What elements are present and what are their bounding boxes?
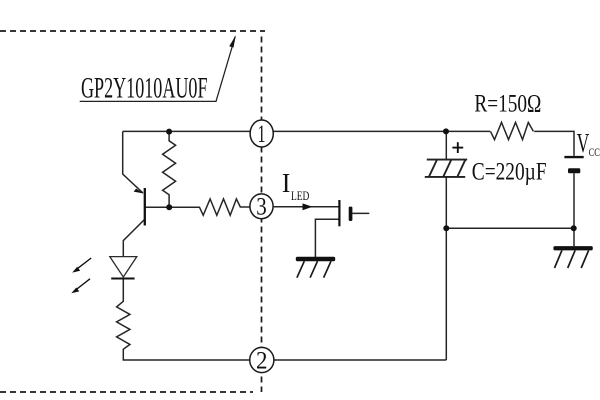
svg-text:I: I — [282, 168, 291, 198]
svg-text:LED: LED — [291, 188, 309, 203]
svg-text:C=220µF: C=220µF — [472, 159, 547, 186]
svg-text:CC: CC — [589, 145, 600, 159]
svg-text:2: 2 — [256, 347, 268, 374]
svg-text:R=150Ω: R=150Ω — [474, 90, 541, 117]
svg-text:1: 1 — [258, 121, 266, 148]
svg-text:3: 3 — [256, 194, 267, 221]
svg-text:V: V — [577, 128, 590, 158]
svg-text:GP2Y1010AU0F: GP2Y1010AU0F — [81, 73, 208, 105]
